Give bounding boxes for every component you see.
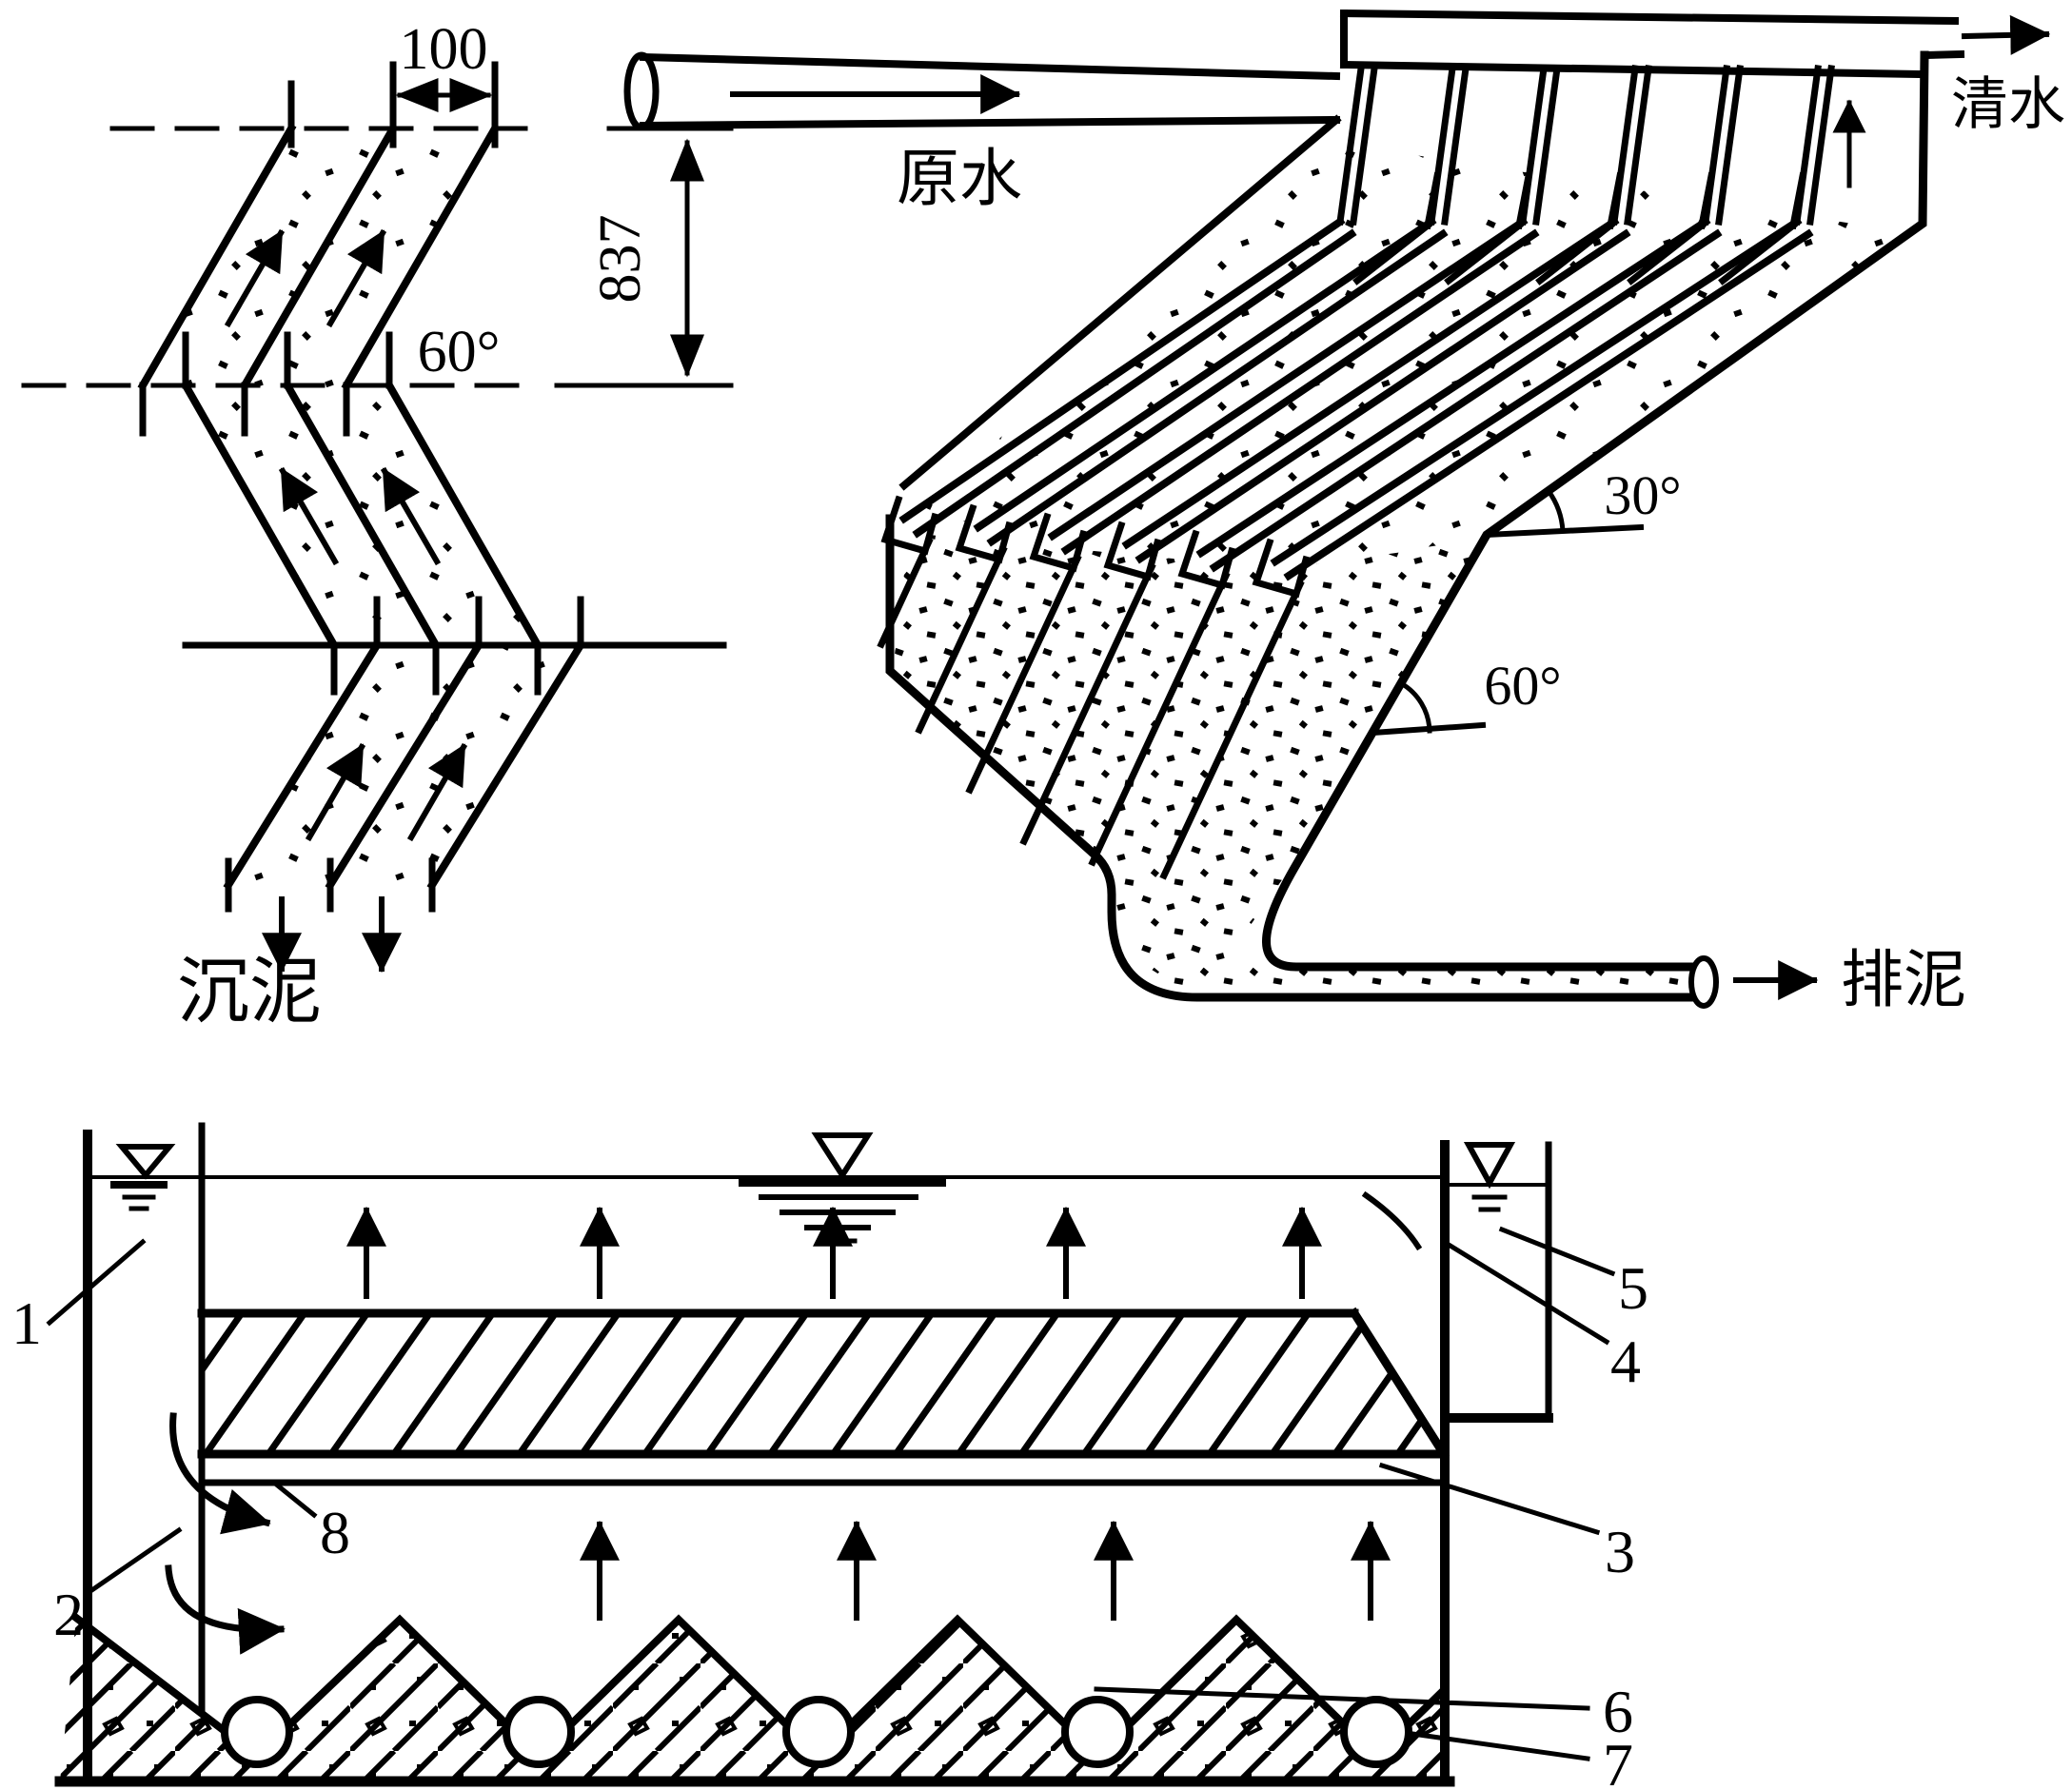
- inlet-pipe-end: [623, 51, 660, 131]
- hopper-angle-label: 60°: [1484, 655, 1561, 717]
- callout-2: 2: [53, 1581, 84, 1648]
- callout-1: 1: [11, 1289, 42, 1357]
- callout-4: 4: [1610, 1328, 1641, 1395]
- upflow-arrows-upper: [346, 1206, 1322, 1299]
- plate-tails-60: [877, 537, 1305, 880]
- callout-leaders: [46, 1226, 1616, 1761]
- left-water-symbol: [110, 1144, 176, 1211]
- clear-water-arrow: [1961, 14, 2051, 55]
- weir-flow-curve: [1361, 1190, 1423, 1251]
- raw-water-label: 原水: [897, 145, 1022, 214]
- inlet-curved-arrow-upper: [169, 1412, 271, 1535]
- inclined-plates: [898, 216, 1814, 581]
- zigzag-plates: [137, 123, 586, 891]
- sludge-pipes: [221, 1696, 1412, 1768]
- inclined-plate-detail-diagram: 100 837 60° 沉泥: [21, 17, 734, 1033]
- outlet-box-water-symbol: [1463, 1142, 1516, 1212]
- angle-30-arc: [1545, 487, 1566, 534]
- inlet-curved-arrow-lower: [165, 1564, 286, 1655]
- sludge-outlet-label: 沉泥: [177, 953, 322, 1033]
- outlet-spout: [1920, 49, 1965, 60]
- drain-label: 排泥: [1841, 946, 1966, 1015]
- upflow-arrows-lower: [580, 1520, 1391, 1621]
- callout-3: 3: [1605, 1518, 1635, 1585]
- collect-channel-top: [1339, 9, 1960, 26]
- left-wall-hopper-pipe-bottom: [885, 514, 1705, 1002]
- settler-schematic-diagram: 原水 清水 排泥: [623, 9, 2065, 1015]
- detail-angle-label: 60°: [418, 320, 501, 384]
- tank-cross-section-diagram: 1 2 8 3 4 5 6 7: [11, 1122, 1648, 1790]
- plate-module-hatch: [202, 1313, 1444, 1454]
- callout-6: 6: [1603, 1678, 1633, 1745]
- dim-837-label: 837: [588, 215, 653, 304]
- inlet-pipe-top: [639, 52, 1341, 81]
- module-bevel-edge: [1348, 1307, 1450, 1461]
- right-wall-and-pipe-top: [1262, 50, 1929, 972]
- plate-angle-label: 30°: [1604, 464, 1681, 526]
- plate-end-ticks: [139, 61, 584, 913]
- sludge-pockets: [880, 495, 1311, 599]
- concrete-floor-fill: [60, 1618, 1444, 1781]
- dim-100-label: 100: [400, 17, 488, 82]
- callout-5: 5: [1618, 1254, 1648, 1322]
- drain-pipe-end: [1688, 955, 1719, 1009]
- inlet-pipe-bottom: [639, 115, 1341, 130]
- clear-water-label: 清水: [1951, 73, 2065, 136]
- callout-8: 8: [320, 1499, 350, 1566]
- callout-7: 7: [1603, 1731, 1633, 1790]
- detail-flow-arrows: [224, 228, 468, 974]
- upper-left-outline: [898, 114, 1342, 491]
- angle-60-arc: [1397, 679, 1432, 734]
